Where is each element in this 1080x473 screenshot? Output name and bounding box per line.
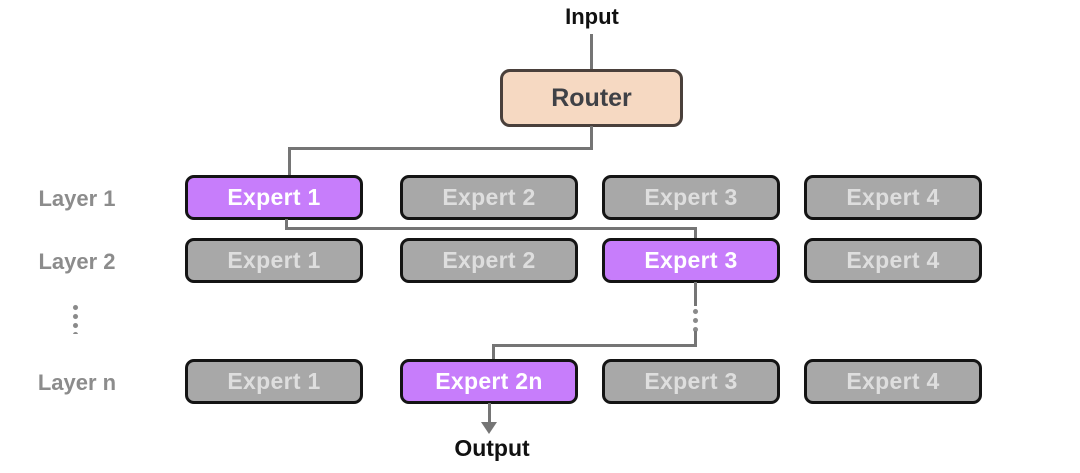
expert-box-layern-expert4: Expert 4 <box>804 359 982 404</box>
connector-stem-above-layern <box>694 331 697 347</box>
layern-label: Layer n <box>37 370 117 395</box>
expert-box-layern-expert1: Expert 1 <box>185 359 363 404</box>
output-label: Output <box>454 435 530 461</box>
expert-box-layer1-expert1: Expert 1 <box>185 175 363 220</box>
expert-box-layer1-expert3: Expert 3 <box>602 175 780 220</box>
connector-drop-to-layern-expert2n <box>492 344 495 360</box>
router-label: Router <box>551 83 632 112</box>
expert-box-layer1-expert4: Expert 4 <box>804 175 982 220</box>
expert-box-layern-expert3: Expert 3 <box>602 359 780 404</box>
connector-layern-horizontal <box>492 344 697 347</box>
connector-layer2-expert3-stem <box>694 282 697 306</box>
connector-input-to-router <box>590 34 593 70</box>
connector-layer1-horizontal <box>285 227 697 230</box>
expert-box-layer2-expert3: Expert 3 <box>602 238 780 283</box>
expert-box-layern-expert2n: Expert 2n <box>400 359 578 404</box>
expert-box-layer2-expert4: Expert 4 <box>804 238 982 283</box>
connector-layer1-expert1-stem <box>285 219 288 230</box>
expert-box-layer2-expert2: Expert 2 <box>400 238 578 283</box>
more-layers-ellipsis-icon <box>72 303 79 334</box>
connector-drop-to-layer1-expert1 <box>288 147 291 175</box>
router-box: Router <box>500 69 683 127</box>
layer1-label: Layer 1 <box>38 186 116 211</box>
expert-box-layer1-expert2: Expert 2 <box>400 175 578 220</box>
connector-dotted-segment <box>692 307 699 333</box>
expert-box-layer2-expert1: Expert 1 <box>185 238 363 283</box>
connector-router-horizontal <box>288 147 593 150</box>
output-arrowhead-icon <box>481 422 497 434</box>
layer2-label: Layer 2 <box>38 249 116 274</box>
connector-drop-to-layer2-expert3 <box>694 227 697 239</box>
input-label: Input <box>565 4 619 29</box>
output-arrow-shaft <box>488 403 491 424</box>
connector-router-stem <box>590 126 593 150</box>
